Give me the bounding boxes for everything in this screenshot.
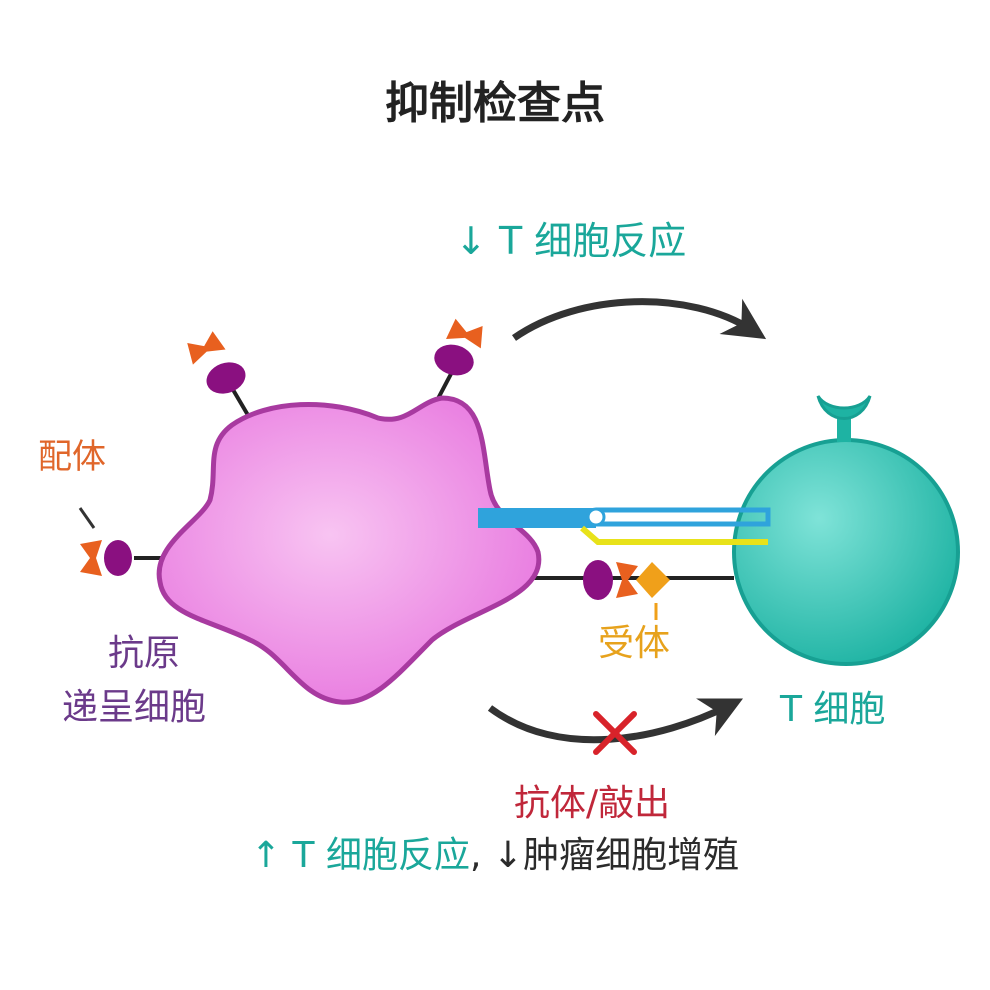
t-cell-label: T 细胞 [780, 689, 886, 730]
ligand-purple-body [434, 344, 474, 376]
t-response-increase-text: T 细胞反应 [292, 835, 470, 876]
down-arrow-icon: ↓ [492, 835, 524, 876]
ligand-orange-head [616, 562, 638, 598]
ligand-purple-body [583, 560, 613, 600]
top-arrow [512, 298, 767, 341]
separator: , [469, 835, 482, 876]
top-response-text: T 细胞反应 [498, 219, 687, 263]
antibody-label: 抗体/敲出 [514, 783, 671, 824]
apc-label-line2: 递呈细胞 [62, 687, 207, 728]
ligand-orange-head [187, 331, 226, 365]
antibody-junction [586, 507, 606, 527]
top-response-label: ↓ T 细胞反应 [455, 222, 686, 260]
ligand-purple-body [104, 540, 132, 576]
t-cell-receptor-cup [816, 395, 872, 420]
apc-label-line1: 抗原 [108, 633, 181, 674]
receptor-label: 受体 [598, 623, 671, 664]
down-arrow-icon: ↓ [455, 219, 487, 263]
t-cell [732, 438, 960, 666]
antibody-blue-arm [596, 507, 771, 527]
ligand-orange-head [80, 540, 102, 576]
ligand-orange-head [446, 318, 483, 349]
up-arrow-icon: ↑ [250, 835, 282, 876]
x-cross-icon [593, 711, 637, 755]
receptor-diamond [636, 562, 670, 598]
ligand-pointer-line [78, 507, 96, 529]
antibody-blue-bar [478, 508, 596, 528]
bottom-outcome-line: ↑ T 细胞反应, ↓肿瘤细胞增殖 [0, 838, 990, 874]
tumor-decrease-text: 肿瘤细胞增殖 [523, 835, 740, 876]
antibody-yellow-arm [580, 525, 768, 545]
antigen-presenting-cell [156, 395, 542, 705]
ligand-label: 配体 [38, 437, 106, 477]
ligand-purple-body [206, 362, 246, 394]
diagram-title: 抑制检查点 [385, 78, 605, 129]
